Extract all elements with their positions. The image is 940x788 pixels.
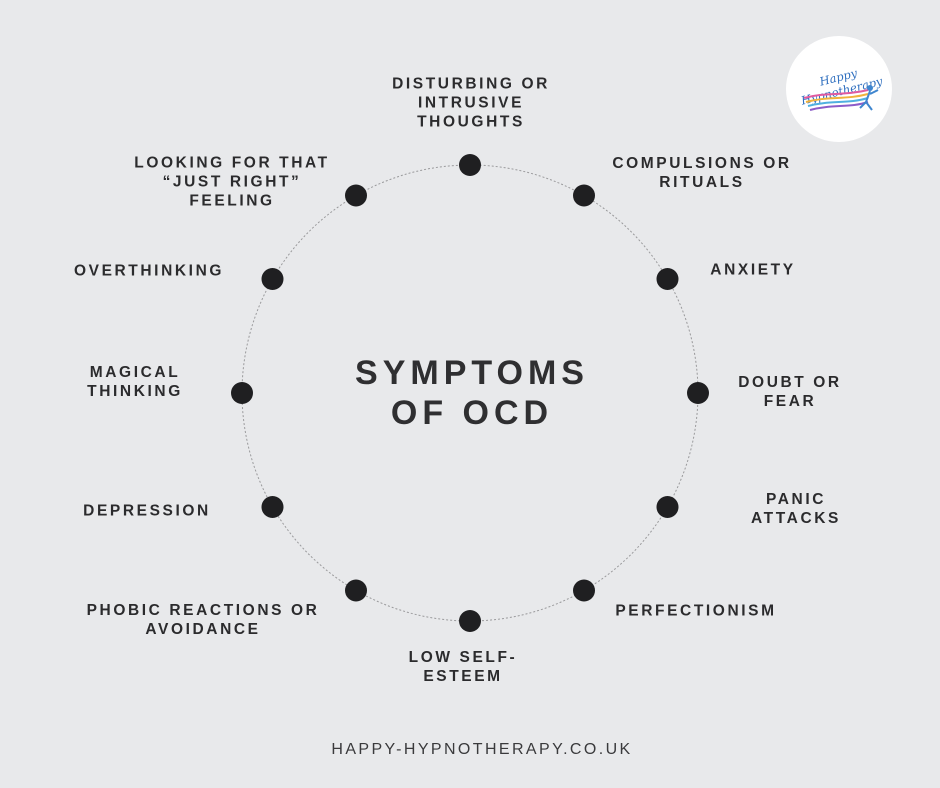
node-dot (459, 610, 481, 632)
node-dot (687, 382, 709, 404)
symptom-label: PHOBIC REACTIONS OR AVOIDANCE (86, 602, 320, 638)
node-dot (261, 496, 284, 518)
symptom-label: OVERTHINKING (73, 262, 225, 280)
node-dot (573, 184, 595, 207)
diagram-title: SYMPTOMS OF OCD (355, 354, 589, 432)
symptom-label: DOUBT OR FEAR (738, 374, 842, 410)
symptom-label: ANXIETY (710, 261, 796, 279)
node-dot (231, 382, 253, 404)
website-url: HAPPY-HYPNOTHERAPY.CO.UK (331, 741, 633, 758)
symptom-label: MAGICAL THINKING (87, 364, 183, 400)
symptom-label: DISTURBING OR INTRUSIVE THOUGHTS (392, 75, 550, 131)
node-dot (261, 268, 284, 290)
logo-dancer-icon (803, 85, 879, 111)
symptom-label: PERFECTIONISM (615, 602, 777, 620)
node-dot (459, 154, 481, 176)
symptom-label: LOW SELF- ESTEEM (408, 649, 518, 685)
node-dot (656, 496, 679, 518)
node-dot (656, 268, 679, 290)
symptom-label: DEPRESSION (83, 502, 211, 520)
happy-hypnotherapy-logo: Happy Hypnotherapy (786, 36, 892, 142)
symptom-label: COMPULSIONS OR RITUALS (612, 155, 792, 191)
node-dot (345, 579, 367, 602)
node-dot (573, 579, 595, 602)
symptom-label: LOOKING FOR THAT “JUST RIGHT” FEELING (134, 154, 330, 210)
node-dot (345, 184, 367, 207)
symptom-label: PANIC ATTACKS (751, 491, 841, 527)
